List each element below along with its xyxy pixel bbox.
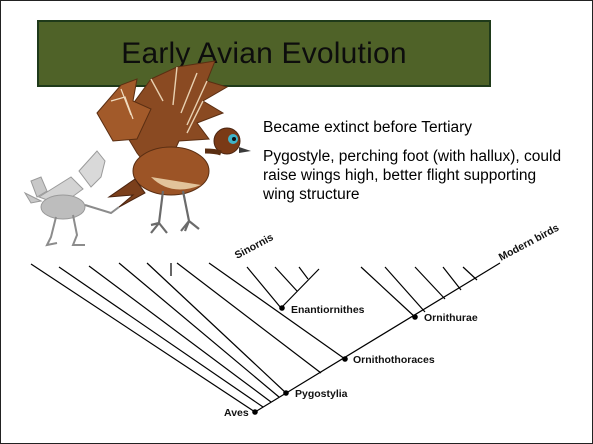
bird-skeleton-icon xyxy=(25,151,119,245)
label-sinornis: Sinornis xyxy=(233,231,276,261)
node-ornithothoraces xyxy=(342,356,348,362)
label-modern-birds: Modern birds xyxy=(497,222,561,264)
label-pygostylia: Pygostylia xyxy=(295,388,348,400)
node-enantiornithes xyxy=(279,305,285,311)
label-enantiornithes: Enantiornithes xyxy=(291,304,365,316)
node-aves xyxy=(252,409,258,415)
node-ornithurae xyxy=(412,314,418,320)
label-aves: Aves xyxy=(224,407,249,419)
node-pygostylia xyxy=(283,390,289,396)
label-ornithurae: Ornithurae xyxy=(424,312,478,324)
label-ornithothoraces: Ornithothoraces xyxy=(353,354,435,366)
bird-icon xyxy=(97,61,251,233)
cladogram-branches xyxy=(31,263,500,412)
